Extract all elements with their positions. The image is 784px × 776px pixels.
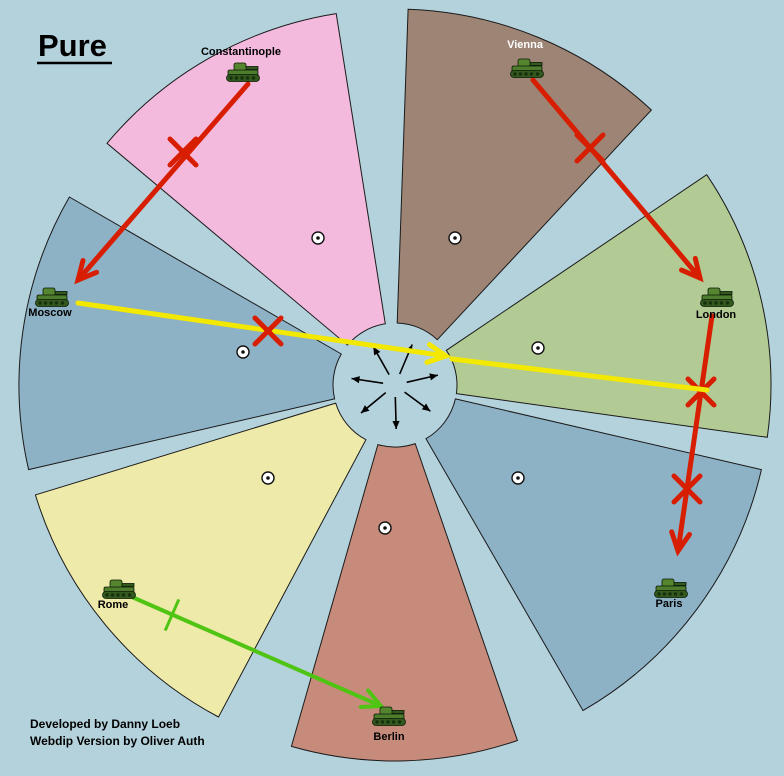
center-arrow-icon [360,391,387,414]
territory-label-constantinople: Constantinople [201,46,281,58]
failed-order-x-icon [167,136,199,168]
territory-berlin[interactable] [290,442,519,762]
supply-center-icon-london [531,341,545,355]
supply-center-icon-berlin [378,521,392,535]
center-arrow-icon [392,396,400,430]
credit-webdip: Webdip Version by Oliver Auth [30,734,205,748]
order-constantinople-to-moscow [74,81,251,285]
center-arrow-icon [372,346,390,375]
territory-label-rome: Rome [98,599,129,611]
variant-title: Pure [38,28,107,63]
supply-center-icon-rome [261,471,275,485]
order-london-to-paris [669,313,717,557]
order-center-to-london-border [449,356,710,393]
credit-developer: Developed by Danny Loeb [30,717,180,731]
failed-order-x-icon [252,315,284,347]
territory-label-moscow: Moscow [28,307,72,319]
territory-moscow[interactable] [18,196,342,471]
territory-label-london: London [696,309,737,321]
territory-label-berlin: Berlin [373,731,404,743]
supply-center-icon-constantinople [311,231,325,245]
territory-constantinople[interactable] [106,13,386,346]
center-arrow-icon [351,376,384,384]
order-moscow-to-center [75,300,452,365]
supply-center-icon-vienna [448,231,462,245]
territory-vienna[interactable] [396,8,653,341]
territory-label-vienna: Vienna [507,39,544,51]
territory-london[interactable] [445,174,772,438]
territory-label-paris: Paris [656,598,683,610]
supply-center-icon-moscow [236,345,250,359]
failed-order-x-icon [671,473,703,505]
failed-order-x-icon [685,376,717,408]
supply-center-icon-paris [511,471,525,485]
order-rome-to-berlin [130,595,386,710]
center-arrow-icon [406,373,439,384]
failed-order-x-icon [574,132,606,164]
territory-rome[interactable] [34,402,367,718]
order-vienna-to-london [530,77,704,283]
center-arrow-icon [404,391,431,412]
